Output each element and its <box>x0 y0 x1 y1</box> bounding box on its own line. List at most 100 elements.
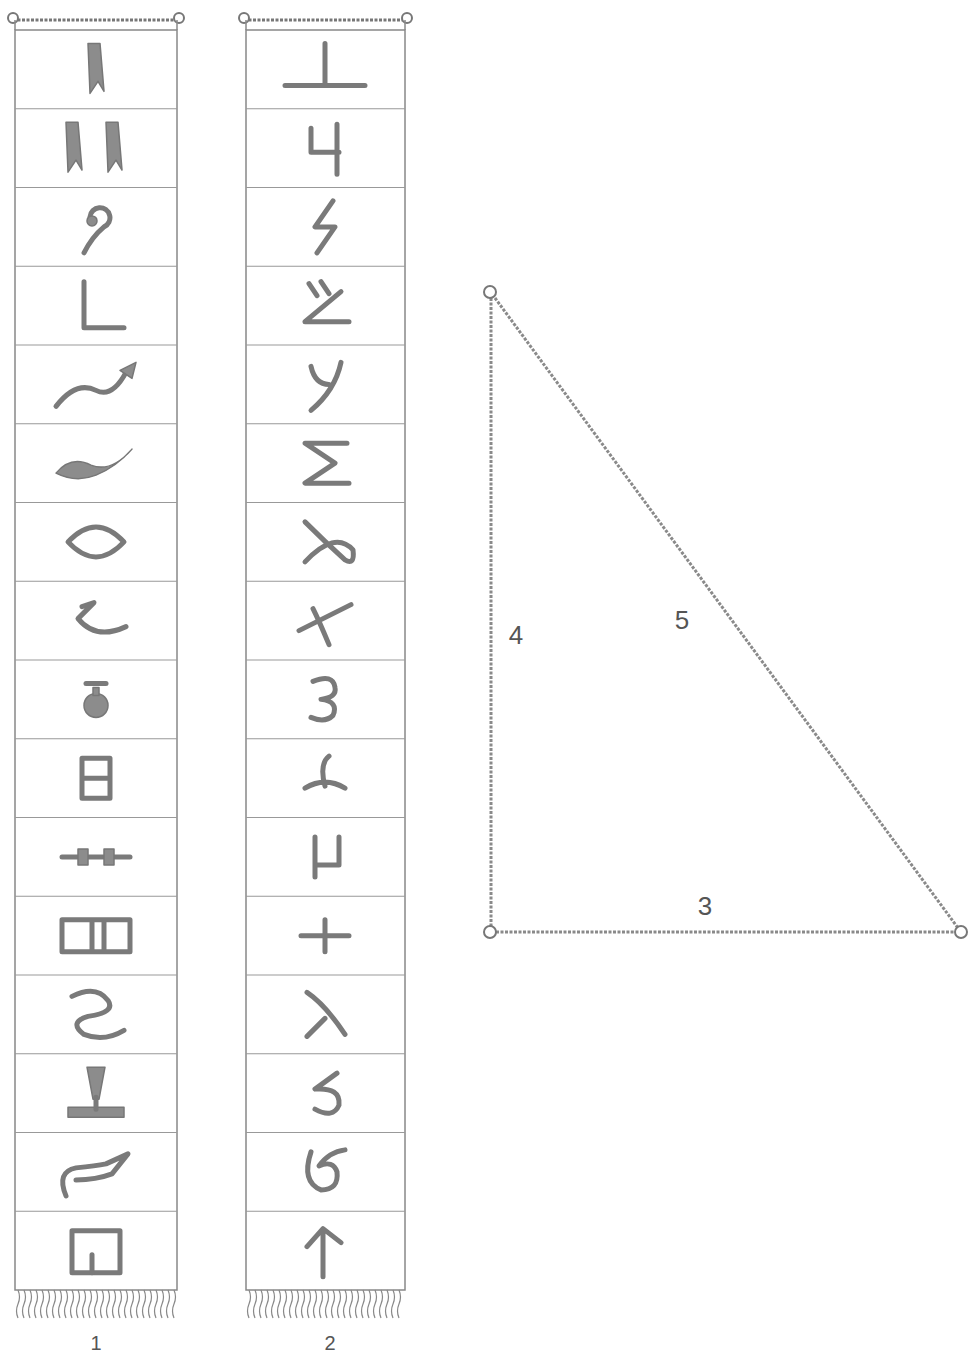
glyph-fill <box>56 449 132 479</box>
fringe-thread <box>173 1290 176 1318</box>
cell-divider <box>15 187 177 188</box>
fringe-thread <box>392 1290 395 1318</box>
fringe-thread <box>374 1290 377 1318</box>
glyph-stroke <box>62 854 130 859</box>
glyph-stroke <box>56 372 126 406</box>
fringe-thread <box>137 1290 140 1318</box>
glyph-stroke <box>305 522 353 562</box>
fringe-thread <box>71 1290 74 1318</box>
fringe-thread <box>119 1290 122 1318</box>
glyph-symbol <box>305 443 349 483</box>
glyph-stroke <box>68 527 124 557</box>
fringe-thread <box>149 1290 152 1318</box>
glyph-symbol <box>82 758 110 798</box>
fringe-thread <box>35 1290 38 1318</box>
glyph-symbol <box>56 449 132 479</box>
glyph-fill <box>87 216 97 226</box>
glyph-symbol <box>62 849 130 865</box>
cell-divider <box>246 502 405 503</box>
cell-divider <box>15 423 177 424</box>
cell-divider <box>15 738 177 739</box>
cell-divider <box>246 344 405 345</box>
glyph-stroke <box>62 920 130 952</box>
fringe-thread <box>95 1290 98 1318</box>
fringe-thread <box>29 1290 32 1318</box>
glyph-symbol <box>72 991 124 1037</box>
glyph-symbol <box>62 920 130 952</box>
banner-edge <box>404 20 406 30</box>
glyph-stroke <box>311 124 339 174</box>
fringe-thread <box>113 1290 116 1318</box>
fringe-thread <box>320 1290 323 1318</box>
glyph-symbol <box>72 1231 120 1273</box>
cell-divider <box>246 266 405 267</box>
fringe-thread <box>266 1290 269 1318</box>
fringe-thread <box>338 1290 341 1318</box>
glyph-symbol <box>301 920 349 952</box>
glyph-stroke <box>84 282 124 328</box>
cell-divider <box>15 974 177 975</box>
glyph-stroke <box>299 605 351 645</box>
cell-divider <box>15 344 177 345</box>
fringe-thread <box>41 1290 44 1318</box>
glyph-stroke <box>305 756 345 788</box>
glyph-fill <box>88 43 104 93</box>
cell-divider <box>15 1211 177 1212</box>
fringe-thread <box>77 1290 80 1318</box>
banner-edge <box>14 20 16 30</box>
fringe-thread <box>284 1290 287 1318</box>
glyph-symbol <box>307 992 345 1036</box>
glyph-symbol <box>88 43 104 93</box>
glyph-stroke <box>301 920 349 952</box>
cell-divider <box>246 108 405 109</box>
fringe-thread <box>143 1290 146 1318</box>
fringe-thread <box>314 1290 317 1318</box>
cell-divider <box>246 1132 405 1133</box>
banner-frame <box>15 30 177 1290</box>
fringe-thread <box>131 1290 134 1318</box>
banner-frame <box>246 30 405 1290</box>
rope-triangle <box>491 298 958 932</box>
glyph-symbol <box>56 362 136 406</box>
glyph-stroke <box>82 758 110 798</box>
glyph-stroke <box>94 1097 99 1109</box>
cell-divider <box>15 896 177 897</box>
fringe-thread <box>83 1290 86 1318</box>
glyph-stroke <box>311 678 335 719</box>
glyph-fill <box>93 687 99 695</box>
fringe-thread <box>362 1290 365 1318</box>
banners <box>8 13 412 1318</box>
fringe-thread <box>23 1290 26 1318</box>
cell-divider <box>246 896 405 897</box>
glyph-stroke <box>308 1150 345 1190</box>
cell-divider <box>15 266 177 267</box>
glyph-symbol <box>305 522 353 562</box>
glyph-symbol <box>299 605 351 645</box>
glyph-symbol <box>305 282 349 322</box>
glyph-symbol <box>305 756 345 788</box>
banner-number: 2 <box>324 1333 335 1353</box>
fringe-thread <box>290 1290 293 1318</box>
fringe-thread <box>398 1290 401 1318</box>
rod-ring <box>174 13 184 23</box>
side-length: 4 <box>509 622 523 648</box>
glyph-stroke <box>305 282 349 322</box>
banner-edge <box>245 20 247 30</box>
fringe-thread <box>302 1290 305 1318</box>
fringe-thread <box>356 1290 359 1318</box>
glyph-symbol <box>84 683 108 717</box>
glyph-stroke <box>72 991 124 1037</box>
glyph-stroke <box>285 43 365 85</box>
glyph-stroke <box>307 1229 341 1277</box>
fringe-thread <box>380 1290 383 1318</box>
cell-divider <box>15 581 177 582</box>
glyph-fill <box>87 1067 105 1099</box>
fringe-thread <box>278 1290 281 1318</box>
glyph-symbol <box>84 208 110 253</box>
glyph-stroke <box>78 603 126 632</box>
cell-divider <box>15 659 177 660</box>
glyph-stroke <box>90 1255 95 1273</box>
fringe-thread <box>101 1290 104 1318</box>
cell-divider <box>246 1053 405 1054</box>
